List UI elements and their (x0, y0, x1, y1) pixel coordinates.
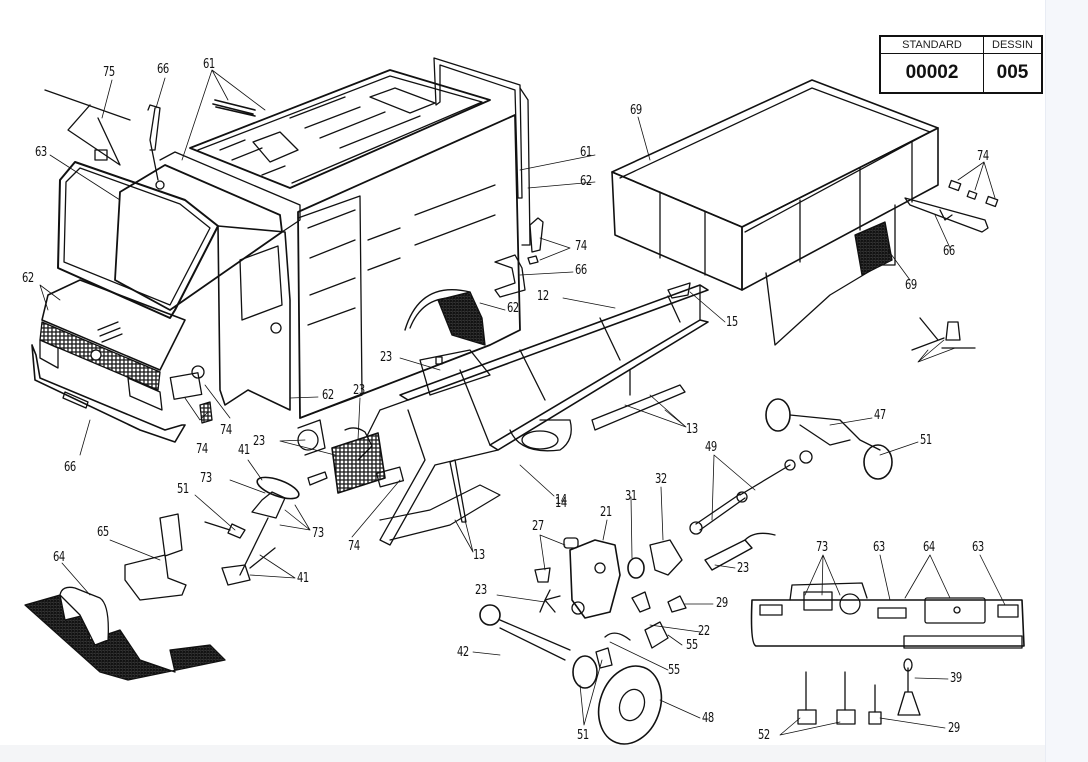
van-body (32, 58, 543, 442)
callout-label: 13 (473, 548, 485, 563)
callout-label: 52 (758, 728, 770, 743)
callout-label: 23 (737, 561, 749, 576)
callout-label: 73 (312, 526, 324, 541)
callout-label: 42 (457, 645, 469, 660)
callout-label: 66 (64, 460, 76, 475)
callout-label: 62 (507, 301, 519, 316)
callout-label: 61 (203, 57, 215, 72)
callout-label: 21 (600, 505, 612, 520)
callout-label: 75 (103, 65, 115, 80)
callout-label: 66 (157, 62, 169, 77)
callout-label: 65 (97, 525, 109, 540)
viewer-bottom-margin (0, 745, 1045, 762)
callout-label: 63 (873, 540, 885, 555)
callout-label: 41 (238, 443, 250, 458)
callout-label: 55 (668, 663, 680, 678)
cooling-parts (298, 420, 403, 493)
callout-label: 41 (297, 571, 309, 586)
cab-interior-parts (25, 473, 301, 680)
callout-label: 64 (923, 540, 935, 555)
callout-label: 62 (22, 271, 34, 286)
callout-label: 64 (53, 550, 65, 565)
callout-label: 23 (253, 434, 265, 449)
callout-label: 51 (177, 482, 189, 497)
callout-label: 69 (630, 103, 642, 118)
callout-label: 62 (580, 174, 592, 189)
callout-label: 15 (726, 315, 738, 330)
front-axle-parts (480, 605, 672, 745)
callout-label: 14 (555, 493, 567, 508)
callout-label: 32 (655, 472, 667, 487)
standard-header: STANDARD (881, 37, 984, 54)
callout-label: 14 (555, 496, 567, 511)
callout-label: 29 (948, 721, 960, 736)
callout-label: 29 (716, 596, 728, 611)
callout-label: 73 (816, 540, 828, 555)
callout-label: 31 (625, 489, 637, 504)
chassis-frame (350, 283, 708, 545)
dessin-number: 005 (996, 62, 1029, 83)
callout-label: 51 (920, 433, 932, 448)
callout-label: 51 (577, 728, 589, 743)
callout-label: 27 (532, 519, 544, 534)
callout-label: 39 (950, 671, 962, 686)
exploded-parts-drawing (0, 0, 1045, 745)
callout-label: 74 (575, 239, 587, 254)
jack-tools (912, 318, 975, 350)
callout-label: 55 (686, 638, 698, 653)
viewer-right-margin (1045, 0, 1088, 762)
callout-label: 48 (702, 711, 714, 726)
callout-label: 73 (200, 471, 212, 486)
callout-label: 63 (35, 145, 47, 160)
callout-label: 47 (874, 408, 886, 423)
drivetrain-parts (690, 399, 892, 570)
callout-label: 23 (475, 583, 487, 598)
callout-label: 23 (380, 350, 392, 365)
cargo-platform (612, 80, 998, 345)
callout-label: 13 (686, 422, 698, 437)
dashboard-parts (752, 583, 1025, 724)
callout-label: 66 (575, 263, 587, 278)
callout-label: 69 (905, 278, 917, 293)
drawing-sheet (0, 0, 1045, 745)
title-block: STANDARD DESSIN 00002 005 (879, 35, 1043, 94)
engine-parts (535, 538, 686, 668)
standard-number: 00002 (881, 54, 984, 92)
callout-label: 23 (353, 383, 365, 398)
callout-label: 74 (196, 442, 208, 457)
callout-label: 12 (537, 289, 549, 304)
callout-label: 63 (972, 540, 984, 555)
callout-label: 66 (943, 244, 955, 259)
callout-label: 74 (220, 423, 232, 438)
callout-label: 61 (580, 145, 592, 160)
callout-label: 49 (705, 440, 717, 455)
dessin-header: DESSIN (984, 37, 1041, 54)
leader-lines (40, 70, 1005, 735)
callout-label: 22 (698, 624, 710, 639)
callout-label: 74 (348, 539, 360, 554)
callout-label: 74 (977, 149, 989, 164)
callout-label: 62 (322, 388, 334, 403)
